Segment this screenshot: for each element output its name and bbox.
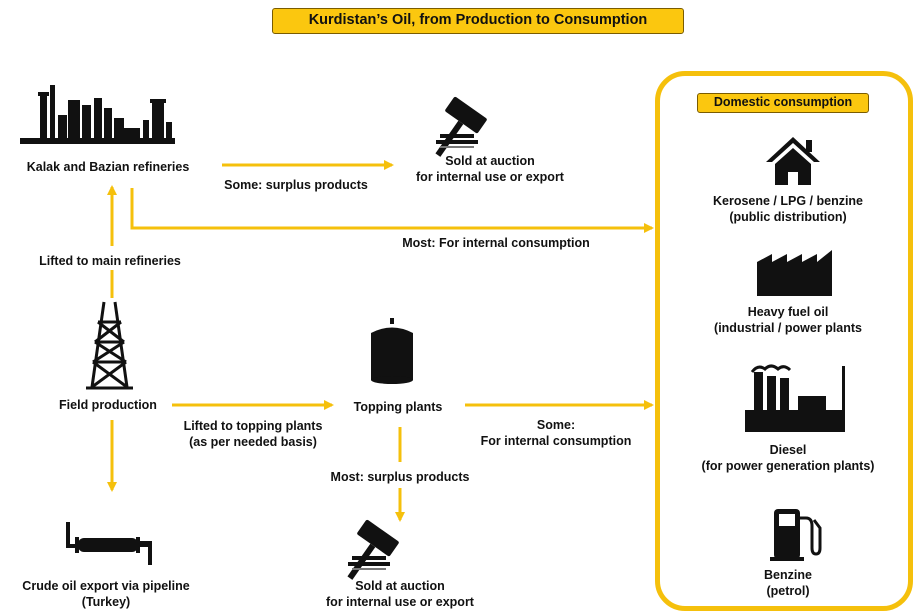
refinery-icon (20, 85, 175, 144)
factory-icon (757, 250, 832, 296)
pipeline-icon (66, 522, 152, 565)
most-internal-label: Most: For internal consumption (402, 236, 590, 250)
domestic-item-benzine: Benzine(petrol) (764, 568, 812, 598)
gavel-icon-bottom (347, 519, 399, 580)
domestic-item-heavy-fuel: Heavy fuel oil(industrial / power plants (714, 305, 862, 335)
domestic-consumption-panel (655, 71, 913, 611)
field-production-label: Field production (59, 398, 157, 412)
some-surplus-label: Some: surplus products (224, 178, 368, 192)
most-surplus-label: Most: surplus products (330, 470, 470, 484)
storage-tank-icon (371, 318, 413, 384)
power-plant-icon (745, 364, 845, 432)
arrow-refinery-to-domestic (130, 188, 654, 233)
domestic-item-kerosene: Kerosene / LPG / benzine(public distribu… (712, 194, 864, 224)
domestic-consumption-title: Domestic consumption (697, 93, 869, 113)
domestic-item-diesel: Diesel(for power generation plants) (701, 443, 875, 473)
topping-plants-label: Topping plants (353, 400, 443, 414)
some-internal-label: Some:For internal consumption (480, 418, 632, 448)
oil-derrick-icon (86, 301, 133, 390)
diagram-title: Kurdistan’s Oil, from Production to Cons… (272, 8, 684, 34)
lifted-topping-label: Lifted to topping plants(as per needed b… (183, 419, 323, 449)
gavel-icon-top (435, 96, 487, 157)
lifted-main-label: Lifted to main refineries (39, 254, 181, 268)
pipeline-label: Crude oil export via pipeline(Turkey) (22, 579, 190, 609)
house-icon (766, 137, 820, 185)
fuel-pump-icon (770, 509, 822, 561)
refineries-label: Kalak and Bazian refineries (26, 160, 190, 174)
